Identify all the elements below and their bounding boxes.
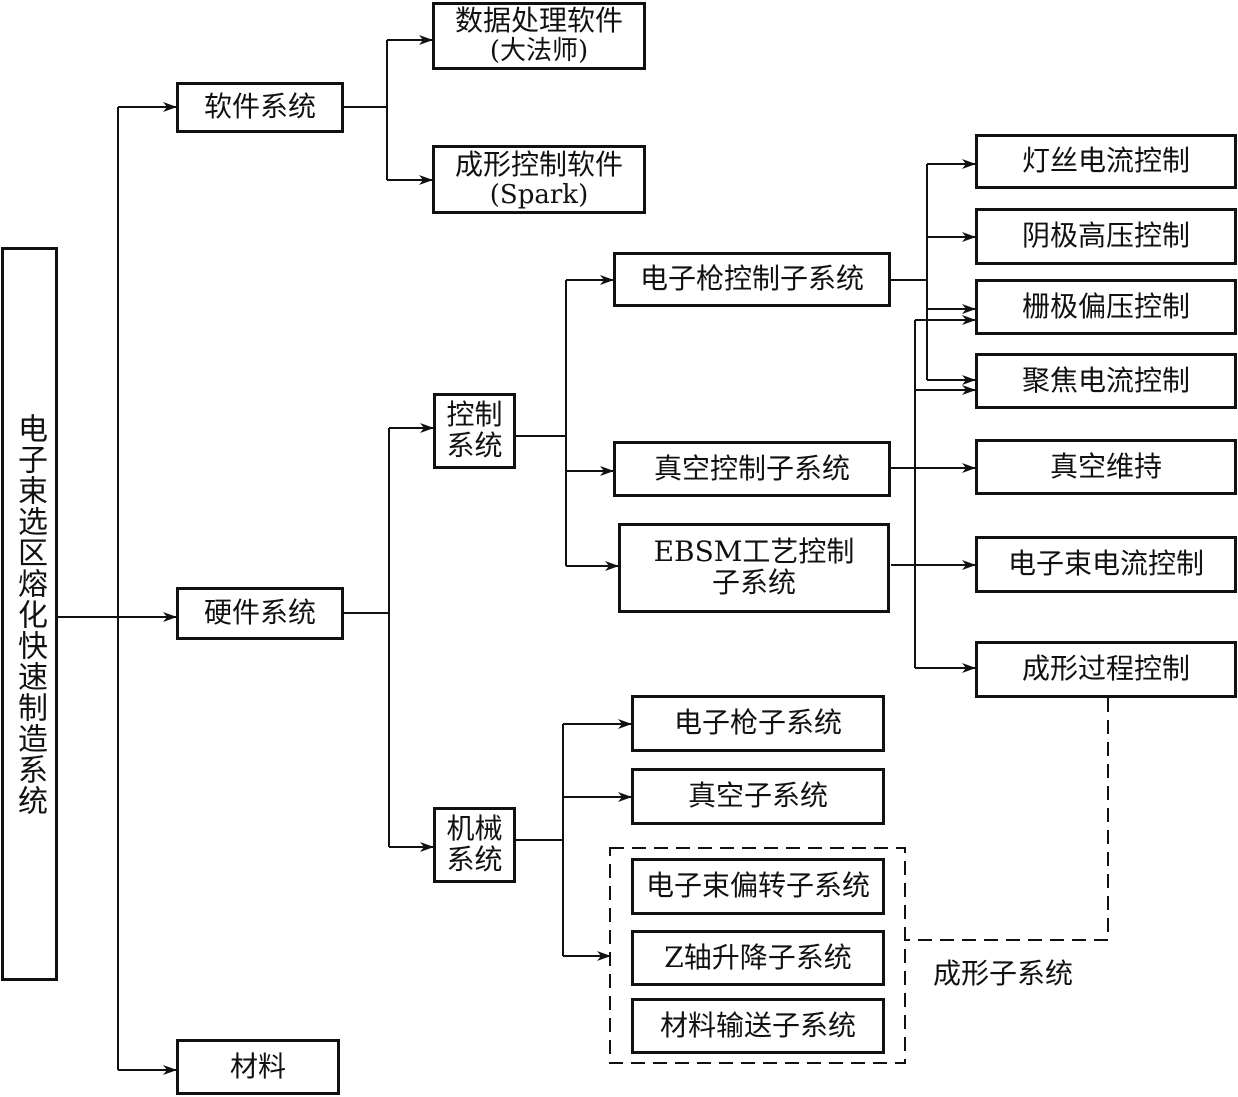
z-axis-lift-subsystem-box: Z轴升降子系统 [631, 930, 885, 986]
root-label: 电子束选区熔化快速制造系统 [12, 412, 47, 816]
focus-current-label: 聚焦电流控制 [1021, 363, 1190, 397]
filament-current-control-box: 灯丝电流控制 [975, 134, 1237, 189]
beam-deflection-subsystem-box: 电子束偏转子系统 [631, 858, 885, 915]
vacuum-maintain-label: 真空维持 [1049, 449, 1162, 483]
grid-bias-label: 栅极偏压控制 [1021, 289, 1190, 323]
forming-process-control-box: 成形过程控制 [975, 641, 1237, 698]
mechanical-system-box: 机械 系统 [433, 807, 516, 883]
z-axis-lift-label: Z轴升降子系统 [664, 940, 852, 974]
grid-bias-control-box: 栅极偏压控制 [975, 279, 1237, 335]
ebsm-process-line2: 子系统 [711, 566, 796, 599]
vacuum-control-subsystem-box: 真空控制子系统 [613, 441, 891, 497]
data-processing-label: 数据处理软件 [454, 4, 623, 38]
filament-current-label: 灯丝电流控制 [1021, 144, 1190, 178]
forming-control-label: 成形控制软件 [454, 147, 623, 181]
vacuum-control-label: 真空控制子系统 [653, 451, 850, 485]
material-feeding-subsystem-box: 材料输送子系统 [631, 998, 885, 1054]
vacuum-subsystem-label: 真空子系统 [687, 779, 828, 813]
root-box: 电子束选区熔化快速制造系统 [1, 247, 58, 981]
forming-control-software-box: 成形控制软件 (Spark) [432, 145, 646, 214]
forming-subsystem-label: 成形子系统 [933, 957, 1074, 990]
beam-current-label: 电子束电流控制 [1007, 547, 1204, 581]
control-system-box: 控制 系统 [433, 393, 516, 469]
control-system-line2: 系统 [446, 429, 503, 462]
vacuum-subsystem-box: 真空子系统 [631, 768, 885, 825]
material-label: 材料 [229, 1049, 286, 1083]
mechanical-system-line1: 机械 [446, 812, 503, 846]
beam-current-control-box: 电子束电流控制 [975, 536, 1237, 593]
ebsm-process-subsystem-box: EBSM工艺控制 子系统 [618, 523, 890, 613]
gun-subsystem-label: 电子枪子系统 [673, 706, 842, 740]
data-processing-software-box: 数据处理软件 (大法师) [432, 2, 646, 70]
forming-control-sublabel: (Spark) [489, 179, 589, 210]
gun-subsystem-box: 电子枪子系统 [631, 695, 885, 752]
forming-process-label: 成形过程控制 [1021, 652, 1190, 686]
material-box: 材料 [176, 1039, 340, 1095]
gun-control-label: 电子枪控制子系统 [639, 262, 864, 296]
focus-current-control-box: 聚焦电流控制 [975, 353, 1237, 409]
hardware-system-label: 硬件系统 [203, 596, 316, 630]
software-system-box: 软件系统 [176, 82, 344, 133]
control-system-line1: 控制 [446, 398, 503, 432]
hardware-system-box: 硬件系统 [176, 587, 344, 640]
software-system-label: 软件系统 [203, 90, 316, 124]
cathode-voltage-label: 阴极高压控制 [1021, 219, 1190, 253]
beam-deflection-label: 电子束偏转子系统 [645, 869, 870, 903]
mechanical-system-line2: 系统 [446, 843, 503, 876]
vacuum-maintain-box: 真空维持 [975, 439, 1237, 495]
data-processing-sublabel: (大法师) [489, 36, 589, 67]
material-feeding-label: 材料输送子系统 [659, 1008, 856, 1042]
gun-control-subsystem-box: 电子枪控制子系统 [613, 252, 891, 307]
ebsm-process-line1: EBSM工艺控制 [653, 535, 855, 569]
cathode-voltage-control-box: 阴极高压控制 [975, 208, 1237, 265]
